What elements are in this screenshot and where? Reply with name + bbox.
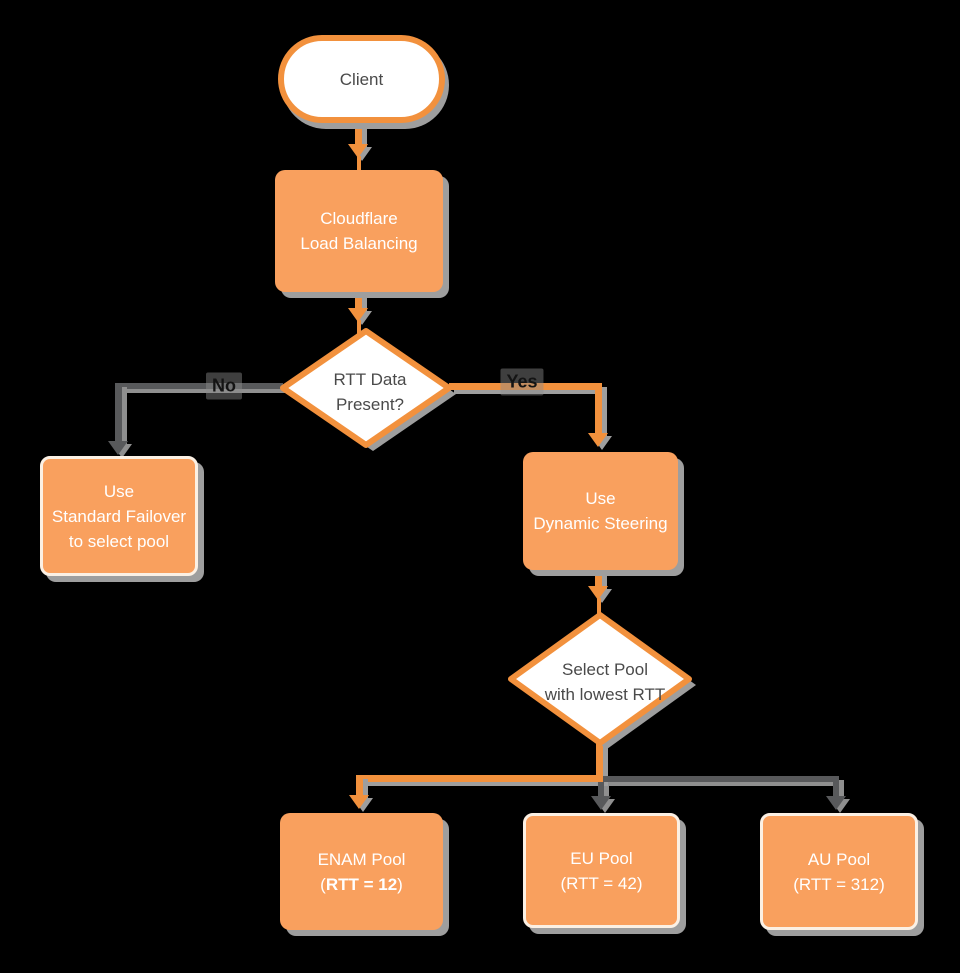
- edge-yes-hline: [449, 383, 602, 390]
- node-eu-pool: EU Pool (RTT = 42): [523, 813, 680, 928]
- edge-steering-select-stem: [596, 598, 601, 614]
- edge-au-hline: [603, 776, 839, 782]
- node-enam-pool: ENAM Pool (RTT = 12): [280, 813, 443, 930]
- node-select-pool-decision: Select Pool with lowest RTT: [507, 609, 703, 755]
- edge-steering-select-arrowhead: [588, 586, 608, 600]
- edge-eu-vline: [598, 782, 604, 798]
- node-client: Client: [278, 35, 445, 123]
- edge-select-junction-vline: [596, 741, 603, 782]
- edge-au-arrowhead: [826, 796, 846, 810]
- edge-no-hline: [118, 383, 283, 389]
- node-use-dynamic-steering: Use Dynamic Steering: [523, 452, 678, 570]
- edge-cloudflare-rtt-arrowhead: [348, 308, 368, 322]
- edge-enam-vline: [356, 775, 363, 797]
- edge-enam-hline: [356, 775, 603, 782]
- edge-client-cloudflare-arrowhead: [348, 144, 368, 158]
- edge-label-yes: Yes: [500, 368, 544, 396]
- node-au-pool: AU Pool (RTT = 312): [760, 813, 918, 930]
- enam-pool-name: ENAM Pool: [317, 849, 406, 869]
- edge-no-vline: [115, 383, 122, 443]
- edge-steering-select-line: [595, 570, 602, 588]
- edge-cloudflare-rtt-stem: [356, 320, 361, 334]
- edge-no-arrowhead: [108, 441, 128, 455]
- node-select-pool-label: Select Pool with lowest RTT: [544, 660, 666, 704]
- edge-yes-vline: [595, 383, 602, 435]
- edge-enam-arrowhead: [349, 795, 369, 809]
- node-cloudflare-load-balancing: Cloudflare Load Balancing: [275, 170, 443, 292]
- node-client-label: Client: [339, 69, 384, 89]
- node-rtt-data-present-label: RTT Data Present?: [333, 370, 407, 414]
- node-enam-pool-label: ENAM Pool (RTT = 12): [318, 847, 406, 897]
- edge-cloudflare-rtt-line: [355, 292, 362, 310]
- edge-client-cloudflare-line: [355, 116, 362, 146]
- rtt-diamond-shape: [280, 328, 456, 451]
- node-use-standard-failover: Use Standard Failover to select pool: [40, 456, 198, 576]
- node-rtt-data-present-decision: RTT Data Present?: [276, 325, 464, 459]
- enam-pool-rtt: (RTT = 12): [320, 874, 403, 894]
- edge-client-cloudflare-stem: [356, 156, 361, 172]
- select-pool-diamond-shape: [508, 612, 696, 749]
- edge-yes-arrowhead: [588, 433, 608, 447]
- edge-eu-arrowhead: [591, 796, 611, 810]
- edge-label-no: No: [206, 372, 242, 400]
- edge-au-vline: [833, 776, 839, 798]
